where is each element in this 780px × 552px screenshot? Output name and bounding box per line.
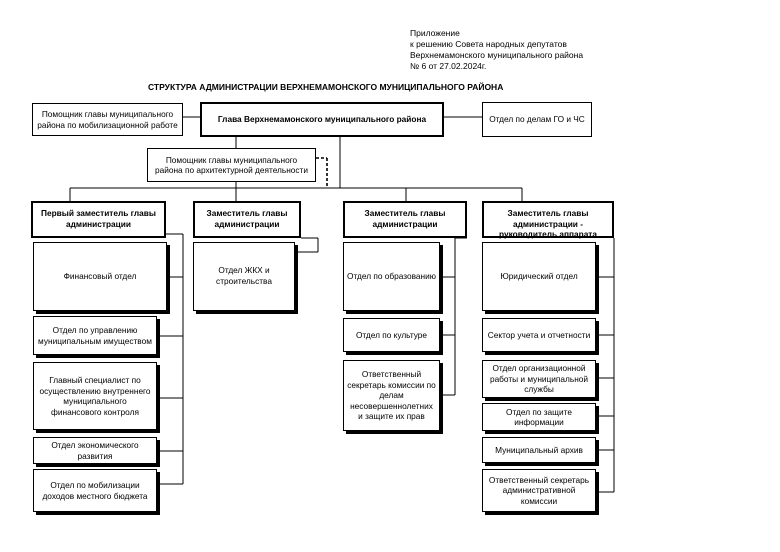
appendix-note: Приложение к решению Совета народных деп…: [410, 28, 583, 72]
unit-accounting: Сектор учета и отчетности: [482, 318, 596, 352]
assistant-architecture-box: Помощник главы муниципального района по …: [147, 148, 316, 182]
unit-culture: Отдел по культуре: [343, 318, 440, 352]
head-box: Глава Верхнемамонского муниципального ра…: [200, 102, 444, 137]
unit-education: Отдел по образованию: [343, 242, 440, 311]
unit-revenue-mobilization: Отдел по мобилизации доходов местного бю…: [33, 469, 157, 512]
unit-housing: Отдел ЖКХ и строительства: [193, 242, 295, 311]
unit-internal-control: Главный специалист по осуществлению внут…: [33, 362, 157, 430]
unit-property: Отдел по управлению муниципальным имущес…: [33, 316, 157, 355]
unit-administrative-commission: Ответственный секретарь административной…: [482, 469, 596, 512]
appendix-line-1: Приложение: [410, 28, 460, 38]
go-chs-box: Отдел по делам ГО и ЧС: [482, 102, 592, 137]
page-title: СТРУКТУРА АДМИНИСТРАЦИИ ВЕРХНЕМАМОНСКОГО…: [148, 82, 504, 92]
appendix-line-3: Верхнемамонского муниципального района: [410, 50, 584, 60]
deputy-4-box: Заместитель главы администрации - руково…: [482, 201, 614, 239]
unit-minors-commission: Ответственный секретарь комиссии по дела…: [343, 360, 440, 431]
deputy-3-box: Заместитель главы администрации: [343, 201, 467, 238]
appendix-line-2: к решению Совета народных депутатов: [410, 39, 567, 49]
unit-legal: Юридический отдел: [482, 242, 596, 311]
unit-economic-development: Отдел экономического развития: [33, 437, 157, 464]
appendix-line-4: № 6 от 27.02.2024г.: [410, 61, 487, 71]
unit-organizational: Отдел организационной работы и муниципал…: [482, 360, 596, 398]
unit-archive: Муниципальный архив: [482, 437, 596, 463]
deputy-1-box: Первый заместитель главы администрации: [31, 201, 166, 238]
unit-information-security: Отдел по защите информации: [482, 403, 596, 431]
assistant-mobilization-box: Помощник главы муниципального района по …: [32, 103, 183, 136]
unit-finance: Финансовый отдел: [33, 242, 167, 311]
deputy-2-box: Заместитель главы администрации: [193, 201, 301, 238]
